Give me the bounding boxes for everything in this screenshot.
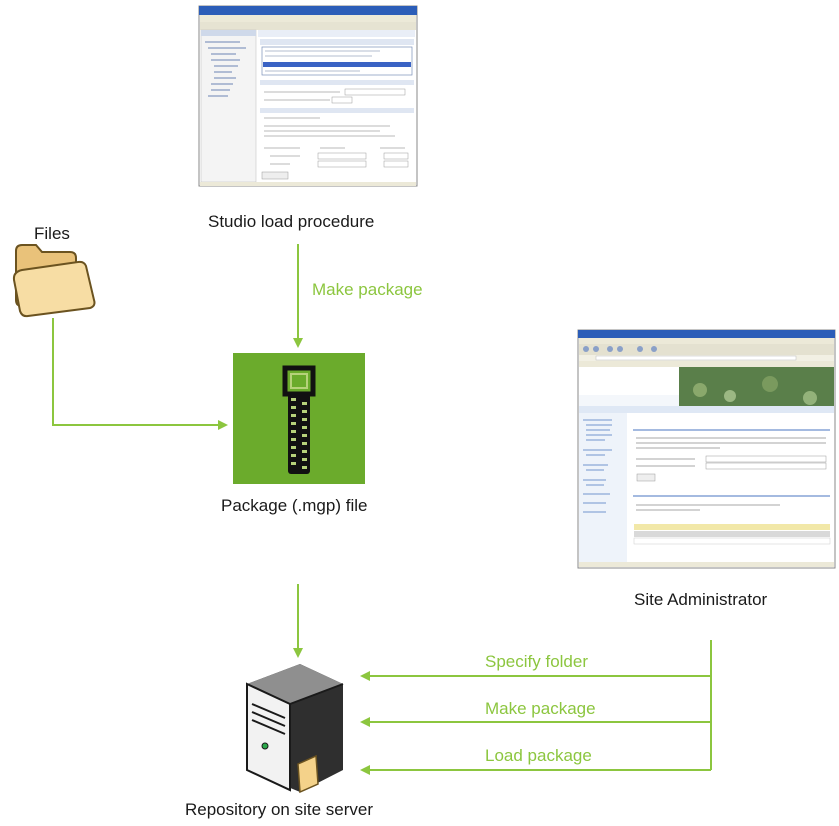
package-label: Package (.mgp) file bbox=[221, 496, 368, 515]
edge-label-load-package: Load package bbox=[485, 746, 592, 765]
edge-label-make-package: Make package bbox=[485, 699, 596, 718]
site-admin-screenshot-icon bbox=[577, 329, 836, 569]
folder-icon bbox=[12, 244, 96, 318]
repository-label: Repository on site server bbox=[185, 800, 374, 819]
server-icon bbox=[246, 664, 344, 794]
studio-label: Studio load procedure bbox=[208, 212, 375, 231]
files-label: Files bbox=[34, 224, 70, 243]
zip-package-icon bbox=[233, 353, 365, 484]
arrow-files-to-package bbox=[52, 318, 228, 430]
edge-label-studio-make-package: Make package bbox=[312, 280, 423, 299]
studio-screenshot-icon bbox=[198, 5, 418, 187]
edge-label-specify-folder: Specify folder bbox=[485, 652, 588, 671]
site-admin-label: Site Administrator bbox=[634, 590, 768, 609]
